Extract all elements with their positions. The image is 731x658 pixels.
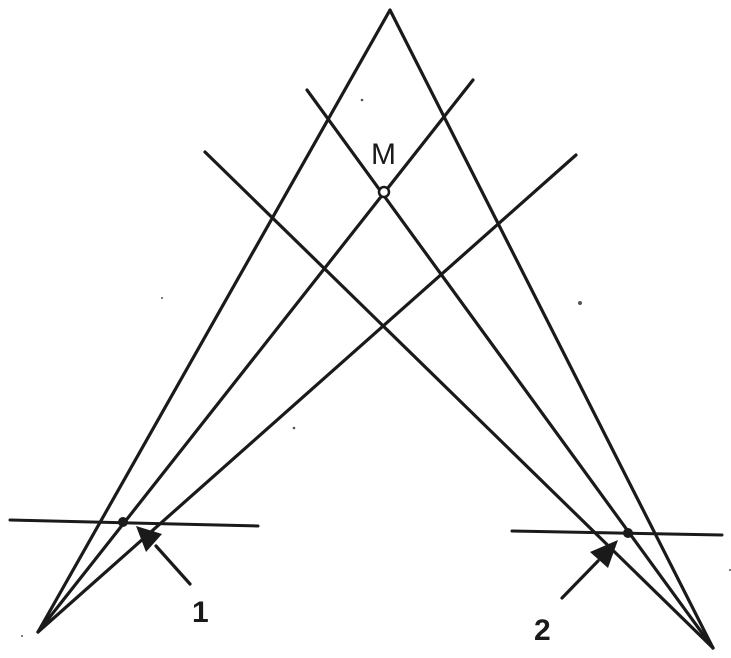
scan-speck [161,297,163,299]
marker-1-arrow [136,526,192,586]
left-ray-through-m [36,78,475,634]
left-projection-point [118,517,128,527]
apex-ray-left [36,8,392,634]
marker-1-label: 1 [192,596,209,629]
right-ray-outer [203,150,715,650]
scan-speck [21,635,23,637]
point-m-label: M [371,138,396,171]
marker-2-arrow [560,540,618,600]
right-ray-through-m [305,88,715,650]
scan-speck [578,301,582,305]
right-projection-point [623,528,633,538]
point-m-marker [377,185,391,199]
left-ray-outer [36,153,578,634]
right-image-plane [510,529,724,537]
scan-speck [292,426,296,430]
left-image-plane [8,518,260,528]
marker-2-label: 2 [534,614,551,647]
scan-speck [360,98,364,102]
apex-ray-right [388,8,715,650]
